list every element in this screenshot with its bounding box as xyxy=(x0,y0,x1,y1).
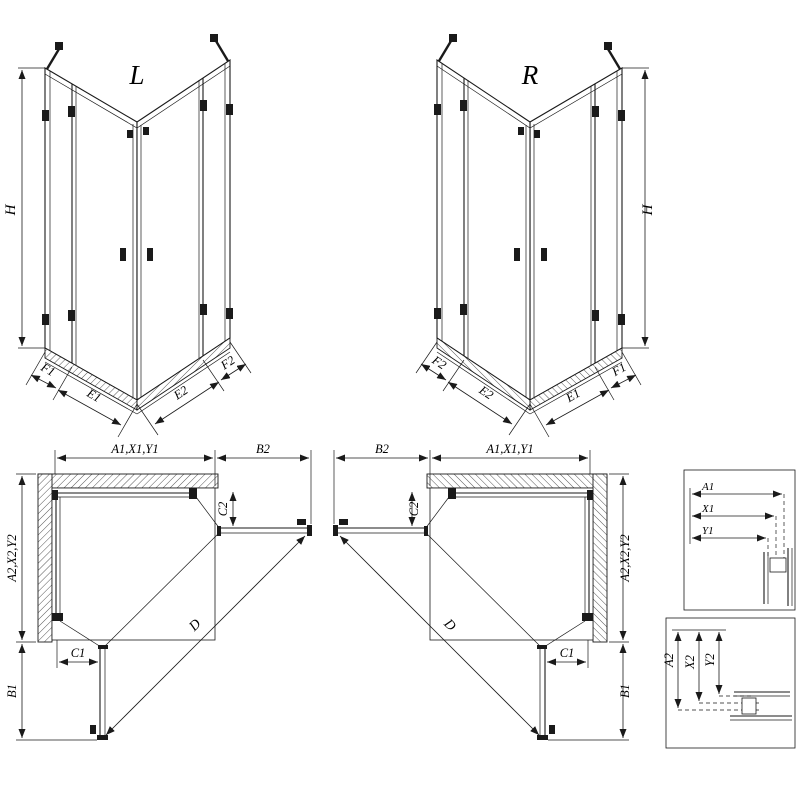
iso-right-label: R xyxy=(521,60,539,90)
iso-left-panel xyxy=(44,67,138,401)
iso-right-dim-f1: F1 xyxy=(609,360,629,380)
detail-dim-y2: Y2 xyxy=(703,653,717,666)
iso-height-dimension xyxy=(18,67,45,349)
detail-bottom-profile xyxy=(730,691,792,721)
iso-support-brackets xyxy=(45,34,230,70)
iso-door-handles xyxy=(120,248,153,261)
plan-entry-diagonal xyxy=(103,530,306,736)
plan-left-dim-b1: B1 xyxy=(5,684,19,698)
plan-dim-c1 xyxy=(56,640,98,668)
detail-dim-x2: X2 xyxy=(683,655,697,670)
plan-right-dim-a1: A1,X1,Y1 xyxy=(485,442,533,456)
iso-left-dim-f1: F1 xyxy=(38,360,58,380)
detail-dim-x1: X1 xyxy=(701,503,714,515)
plan-top-dimensions xyxy=(54,450,312,524)
iso-bottom-left-dimensions xyxy=(25,351,138,438)
plan-side-open-door xyxy=(90,645,108,740)
iso-left-height-label: H xyxy=(3,203,19,216)
plan-side-fixed-glass xyxy=(52,497,102,648)
iso-right-dim-e2: E2 xyxy=(476,382,496,402)
plan-left-dim-c1: C1 xyxy=(71,646,86,660)
plan-right-dim-c2: C2 xyxy=(407,502,421,517)
plan-left-dim-a2: A2,X2,Y2 xyxy=(5,534,19,582)
plan-left-dim-c2: C2 xyxy=(216,502,230,517)
detail-dim-y1: Y1 xyxy=(702,525,714,537)
detail-width-references: A1 X1 Y1 xyxy=(683,469,796,611)
iso-left-dim-e2: E2 xyxy=(170,383,190,403)
iso-right-dim-f2: F2 xyxy=(429,352,449,372)
iso-left-dim-e1: E1 xyxy=(84,386,104,406)
detail-height-references: A2 X2 Y2 xyxy=(662,617,796,749)
plan-left-dimensions xyxy=(16,473,97,741)
detail-top-frame xyxy=(683,469,796,611)
iso-bottom-right-dimensions xyxy=(136,341,252,436)
plan-tray xyxy=(51,487,216,641)
plan-right-dim-b2: B2 xyxy=(375,442,389,456)
plan-left-dim-a1: A1,X1,Y1 xyxy=(110,442,158,456)
plan-left-dim-b2: B2 xyxy=(256,442,270,456)
iso-right-dim-e1: E1 xyxy=(563,386,583,406)
detail-top-profile xyxy=(763,548,793,606)
plan-view-geometry xyxy=(16,450,312,741)
iso-hinges xyxy=(42,100,233,325)
plan-top-fixed-glass xyxy=(52,488,221,530)
plan-back-wall xyxy=(37,473,219,489)
plan-right-dim-a2: A2,X2,Y2 xyxy=(618,534,632,582)
iso-right-height-label: H xyxy=(640,203,656,216)
iso-left-label: L xyxy=(128,60,144,90)
plan-top-open-door xyxy=(217,519,312,536)
iso-enclosure-geometry xyxy=(18,34,252,438)
plan-right-dim-c1: C1 xyxy=(560,646,575,660)
plan-view-geometry-mirrored xyxy=(333,450,629,740)
plan-right-dim-b1: B1 xyxy=(618,684,632,698)
iso-left-dim-f2: F2 xyxy=(217,353,237,373)
detail-dim-a2: A2 xyxy=(662,653,676,668)
detail-bottom-frame xyxy=(665,617,796,749)
plan-side-wall xyxy=(37,473,53,643)
detail-dim-a1: A1 xyxy=(701,481,714,493)
